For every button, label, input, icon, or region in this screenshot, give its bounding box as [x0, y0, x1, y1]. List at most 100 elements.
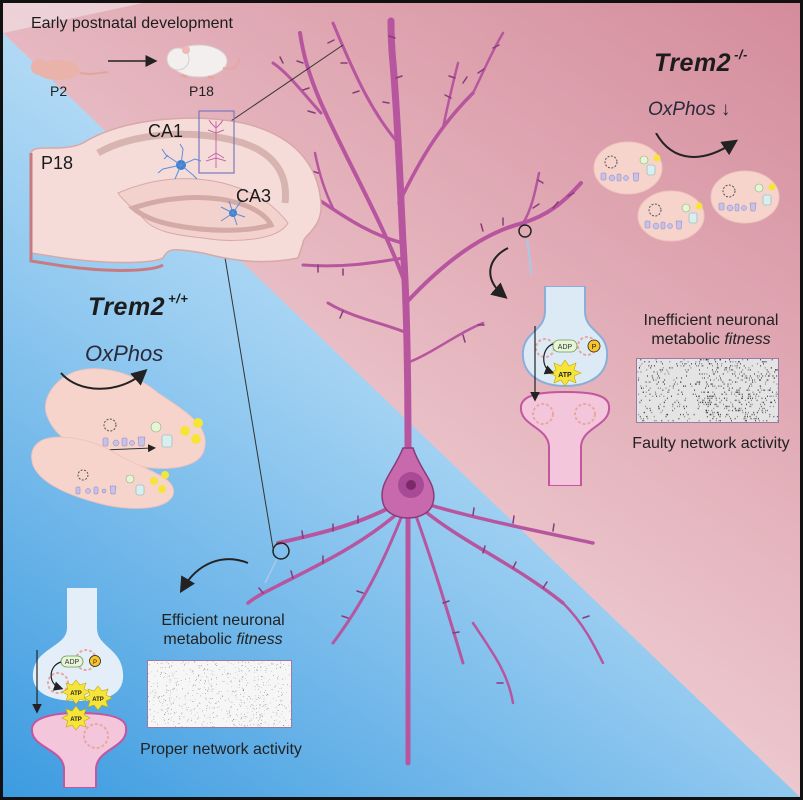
spike-mark — [236, 726, 238, 728]
spike-mark — [233, 704, 235, 705]
spike-mark — [745, 411, 747, 414]
spike-mark — [264, 722, 266, 723]
spike-mark — [255, 689, 256, 690]
spike-mark — [164, 714, 166, 715]
spike-mark — [241, 717, 242, 718]
spike-mark — [664, 379, 666, 381]
spike-mark — [244, 692, 245, 694]
spike-mark — [647, 375, 648, 377]
phosphate-icon — [587, 339, 601, 353]
spike-mark — [205, 698, 207, 700]
spike-mark — [278, 710, 280, 711]
spike-mark — [756, 375, 758, 377]
spike-mark — [241, 700, 242, 701]
spike-mark — [739, 401, 741, 404]
spike-mark — [283, 725, 284, 726]
spike-mark — [257, 670, 259, 671]
spike-mark — [718, 385, 719, 387]
spike-mark — [213, 726, 215, 727]
spike-mark — [664, 373, 666, 375]
spike-mark — [239, 704, 240, 706]
spike-mark — [687, 413, 689, 416]
spike-mark — [189, 668, 191, 670]
spike-mark — [707, 405, 709, 408]
spike-mark — [233, 719, 235, 721]
spike-mark — [201, 676, 203, 678]
spike-mark — [644, 361, 646, 363]
spike-mark — [673, 379, 675, 381]
spike-mark — [156, 682, 158, 684]
spike-mark — [240, 718, 242, 719]
spike-mark — [234, 690, 236, 692]
hippocampus — [29, 110, 322, 272]
spike-mark — [271, 663, 273, 664]
spike-mark — [283, 664, 285, 665]
spike-mark — [745, 375, 747, 377]
spike-mark — [194, 715, 196, 716]
spike-mark — [248, 696, 250, 697]
spike-mark — [767, 379, 769, 381]
spike-mark — [163, 695, 164, 697]
spike-mark — [741, 397, 743, 400]
spike-mark — [707, 395, 708, 398]
spike-mark — [255, 698, 257, 700]
spike-mark — [667, 371, 669, 373]
spike-mark — [208, 702, 210, 703]
spike-mark — [727, 385, 729, 387]
spike-mark — [169, 678, 171, 680]
spike-mark — [640, 371, 642, 373]
spike-mark — [638, 393, 640, 395]
spike-mark — [224, 671, 226, 673]
spike-mark — [278, 691, 279, 692]
spike-mark — [262, 695, 264, 696]
spike-mark — [282, 711, 283, 712]
spike-mark — [273, 675, 274, 676]
spike-mark — [278, 721, 280, 723]
spike-mark — [249, 705, 251, 707]
spike-mark — [734, 373, 736, 375]
spike-mark — [687, 361, 689, 363]
spike-mark — [276, 664, 278, 665]
atp-burst-icon — [548, 359, 582, 387]
spike-mark — [254, 670, 255, 672]
spike-mark — [749, 393, 751, 395]
spike-mark — [246, 697, 248, 699]
spike-mark — [261, 679, 262, 680]
spike-mark — [216, 693, 218, 695]
spike-mark — [254, 679, 256, 681]
stage-p18-label: P18 — [189, 83, 214, 99]
spike-mark — [754, 417, 756, 420]
spike-mark — [728, 379, 730, 381]
spike-mark — [255, 669, 257, 671]
spike-mark — [150, 714, 151, 716]
spike-mark — [240, 704, 242, 706]
spike-mark — [765, 399, 767, 402]
spike-mark — [716, 369, 717, 371]
spike-mark — [204, 715, 205, 716]
spike-mark — [699, 359, 701, 361]
spike-mark — [740, 371, 742, 373]
spike-mark — [241, 671, 243, 672]
spike-mark — [255, 695, 257, 697]
spike-mark — [216, 683, 217, 685]
spike-mark — [645, 381, 647, 383]
ko-oxphos-arrow — [655, 133, 738, 158]
spike-mark — [762, 401, 764, 404]
spike-mark — [279, 704, 281, 705]
spike-mark — [748, 397, 749, 400]
spike-mark — [238, 680, 240, 682]
spike-mark — [691, 363, 692, 365]
spike-mark — [777, 393, 779, 395]
spike-mark — [196, 693, 198, 694]
spike-mark — [273, 712, 275, 713]
spike-mark — [762, 375, 764, 377]
spike-mark — [638, 377, 640, 379]
spike-mark — [749, 415, 751, 418]
spike-mark — [750, 405, 752, 408]
spike-mark — [638, 379, 639, 381]
spike-mark — [771, 401, 773, 404]
spike-mark — [655, 359, 657, 361]
spike-mark — [207, 670, 209, 671]
spike-mark — [244, 678, 246, 679]
spike-mark — [166, 704, 168, 706]
